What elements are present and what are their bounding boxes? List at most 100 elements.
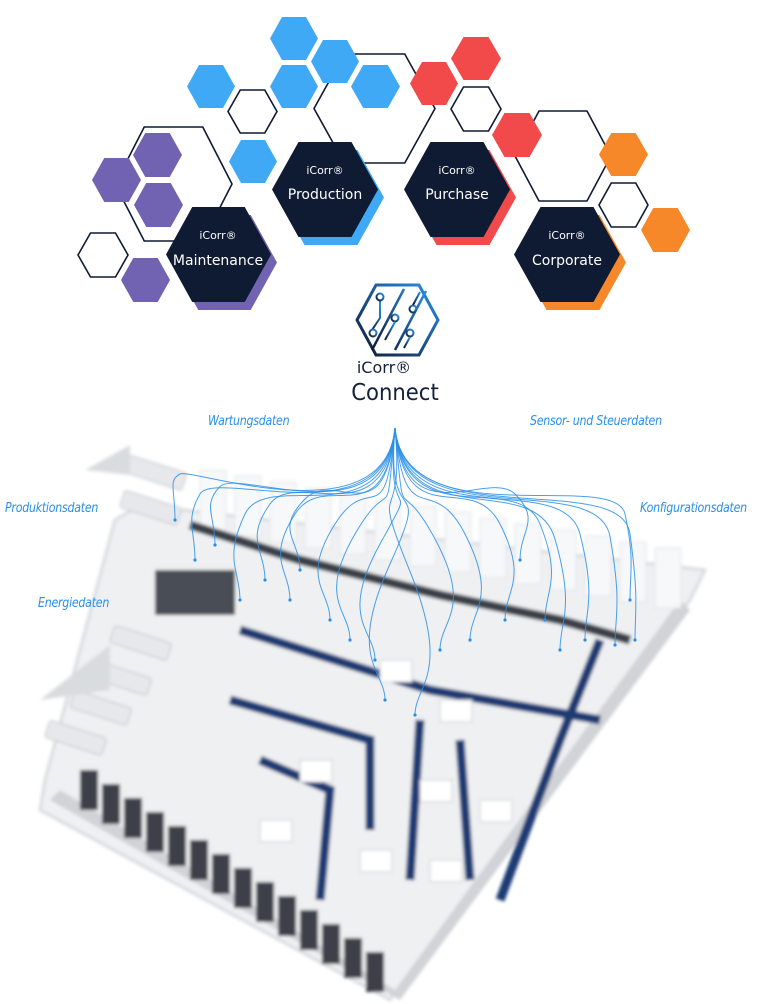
storage-rack <box>339 493 367 555</box>
machine <box>419 779 453 803</box>
flow-endpoint <box>543 618 547 622</box>
machine <box>359 849 393 873</box>
module-hexagon <box>272 142 378 237</box>
data-flow-line <box>289 427 396 571</box>
flow-label-produktionsdaten: Produktionsdaten <box>5 501 99 516</box>
blue-hexagon <box>351 65 400 108</box>
machine <box>379 659 413 683</box>
data-flow-line <box>336 427 396 641</box>
flow-endpoint <box>288 598 292 602</box>
flow-endpoint <box>383 698 387 702</box>
outline-hexagon <box>114 126 233 242</box>
truck <box>69 690 132 726</box>
outline-hexagon <box>227 89 278 134</box>
module-brand: iCorr® <box>199 229 236 242</box>
module-brand: iCorr® <box>548 229 585 242</box>
flow-endpoint <box>193 558 197 562</box>
flow-endpoint <box>438 648 442 652</box>
module-production[interactable]: iCorr® Production <box>272 142 384 245</box>
flow-endpoint <box>633 638 637 642</box>
truck <box>44 720 107 756</box>
purple-hexagon <box>133 133 182 177</box>
data-flow-line <box>388 427 431 716</box>
flow-endpoint <box>173 518 177 522</box>
flow-endpoint <box>413 713 417 717</box>
data-flow-line <box>210 427 396 546</box>
blue-hexagon <box>229 140 277 183</box>
bottom-rack <box>300 910 318 950</box>
flow-label-energiedaten: Energiedaten <box>38 596 110 611</box>
storage-rack <box>549 529 577 591</box>
conveyor <box>258 755 335 901</box>
data-flow-line <box>394 427 552 621</box>
bottom-rack <box>322 924 340 964</box>
storage-rack <box>514 523 542 585</box>
flow-label-sensor-steuerdaten: Sensor- und Steuerdaten <box>530 414 662 429</box>
machine <box>299 759 333 783</box>
data-flow-line <box>368 427 409 701</box>
bottom-rack <box>278 896 296 936</box>
hub-brand: iCorr® <box>356 358 412 377</box>
blue-hexagon <box>270 65 318 108</box>
machine <box>429 859 463 883</box>
hub-name: Connect <box>351 380 439 406</box>
flow-endpoint <box>628 598 632 602</box>
machine <box>259 819 293 843</box>
purple-hexagon <box>121 258 170 302</box>
bottom-rack <box>146 812 164 852</box>
data-flow-line <box>394 427 632 601</box>
conveyor <box>455 739 475 881</box>
flow-endpoint <box>298 568 302 572</box>
bottom-rack <box>344 938 362 978</box>
module-corporate[interactable]: iCorr® Corporate <box>514 207 626 310</box>
bottom-rack <box>124 798 142 838</box>
flow-endpoint <box>213 543 217 547</box>
bottom-rack <box>366 952 384 992</box>
flow-endpoint <box>468 638 472 642</box>
flow-endpoint <box>328 618 332 622</box>
data-flow-line <box>394 427 590 641</box>
storage-rack <box>444 511 472 573</box>
conveyor <box>228 695 375 830</box>
truck <box>124 455 187 491</box>
module-name: Production <box>288 187 362 203</box>
module-maintenance[interactable]: iCorr® Maintenance <box>166 207 277 310</box>
red-hexagon <box>451 37 501 80</box>
module-hexagon <box>166 207 271 302</box>
data-flow-line <box>256 427 396 581</box>
flow-endpoint <box>613 643 617 647</box>
arrow-shape <box>40 645 110 700</box>
machine <box>439 699 473 723</box>
conveyor <box>495 638 605 902</box>
factory-floor-illustration <box>38 445 708 1002</box>
bottom-rack <box>102 784 120 824</box>
outline-hexagon <box>598 182 649 228</box>
arrow-shape <box>85 445 130 475</box>
data-flow-line <box>394 427 618 646</box>
flow-endpoint <box>583 638 587 642</box>
module-brand: iCorr® <box>306 164 343 177</box>
circuit-hexagon-icon <box>355 283 440 357</box>
module-name: Corporate <box>532 253 602 269</box>
data-flow-line <box>172 427 396 521</box>
data-flow-line <box>280 427 396 601</box>
flow-endpoint <box>558 648 562 652</box>
storage-rack <box>199 469 227 531</box>
storage-rack <box>584 535 612 597</box>
server-racks <box>155 570 235 615</box>
blue-hexagon <box>187 65 235 108</box>
conveyor <box>405 719 425 881</box>
module-name: Maintenance <box>173 253 263 269</box>
data-flow-line <box>317 427 396 621</box>
hexagon-cluster <box>77 17 690 302</box>
flow-label-wartungsdaten: Wartungsdaten <box>208 414 290 429</box>
blue-hexagon <box>270 17 318 60</box>
red-hexagon <box>410 62 458 105</box>
outline-hexagon <box>77 232 129 278</box>
purple-hexagon <box>134 183 183 227</box>
module-purchase[interactable]: iCorr® Purchase <box>404 142 516 245</box>
orange-hexagon <box>599 133 648 176</box>
bottom-rack <box>168 826 186 866</box>
machine <box>479 799 513 823</box>
bottom-rack <box>190 840 208 880</box>
